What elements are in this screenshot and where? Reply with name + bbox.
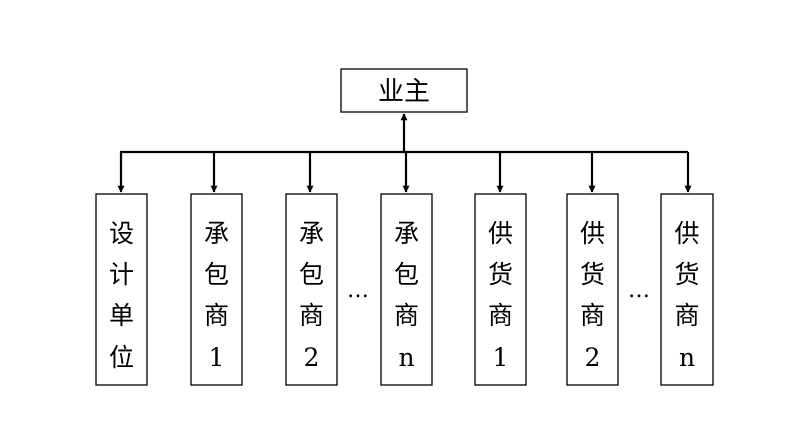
child-3-char-2: 包: [299, 260, 324, 289]
child-2-char-1: 承: [204, 219, 229, 248]
child-node-5: 供 货 商 1: [474, 193, 527, 386]
child-1-char-1: 设: [109, 219, 134, 248]
child-5-char-4: 1: [493, 343, 509, 372]
child-5-char-3: 商: [488, 301, 513, 330]
ellipsis-1: …: [347, 278, 369, 303]
child-6-char-4: 2: [585, 343, 601, 372]
child-box-6: [566, 193, 619, 386]
child-4-char-4: n: [398, 343, 414, 372]
root-node: 业主: [340, 68, 468, 113]
child-3-char-4: 2: [304, 343, 320, 372]
child-node-1: 设 计 单 位: [95, 193, 148, 386]
child-node-2: 承 包 商 1: [190, 193, 243, 386]
child-1-char-4: 位: [109, 343, 134, 372]
child-7-char-1: 供: [674, 219, 699, 248]
child-3-char-3: 商: [299, 301, 324, 330]
child-7-char-2: 货: [674, 260, 699, 289]
child-5-char-2: 货: [488, 260, 513, 289]
root-box: [340, 68, 468, 113]
child-box-7: [660, 193, 714, 386]
child-4-char-2: 包: [394, 260, 419, 289]
child-2-char-4: 1: [209, 343, 225, 372]
child-7-char-4: n: [679, 343, 695, 372]
root-label: 业主: [378, 77, 430, 107]
child-box-3: [285, 193, 338, 386]
child-2-char-2: 包: [204, 260, 229, 289]
child-3-char-1: 承: [299, 219, 324, 248]
ellipsis-2: …: [628, 278, 650, 303]
child-box-2: [190, 193, 243, 386]
child-6-char-1: 供: [580, 219, 605, 248]
child-box-5: [474, 193, 527, 386]
child-1-char-2: 计: [109, 260, 134, 289]
child-2-char-3: 商: [204, 301, 229, 330]
child-6-char-3: 商: [580, 301, 605, 330]
child-6-char-2: 货: [580, 260, 605, 289]
child-node-6: 供 货 商 2: [566, 193, 619, 386]
child-4-char-1: 承: [394, 219, 419, 248]
child-node-7: 供 货 商 n: [660, 193, 714, 386]
child-7-char-3: 商: [674, 301, 699, 330]
child-box-1: [95, 193, 148, 386]
child-4-char-3: 商: [394, 301, 419, 330]
child-node-4: 承 包 商 n: [380, 193, 433, 386]
child-node-3: 承 包 商 2: [285, 193, 338, 386]
child-box-4: [380, 193, 433, 386]
child-1-char-3: 单: [109, 301, 134, 330]
child-5-char-1: 供: [488, 219, 513, 248]
